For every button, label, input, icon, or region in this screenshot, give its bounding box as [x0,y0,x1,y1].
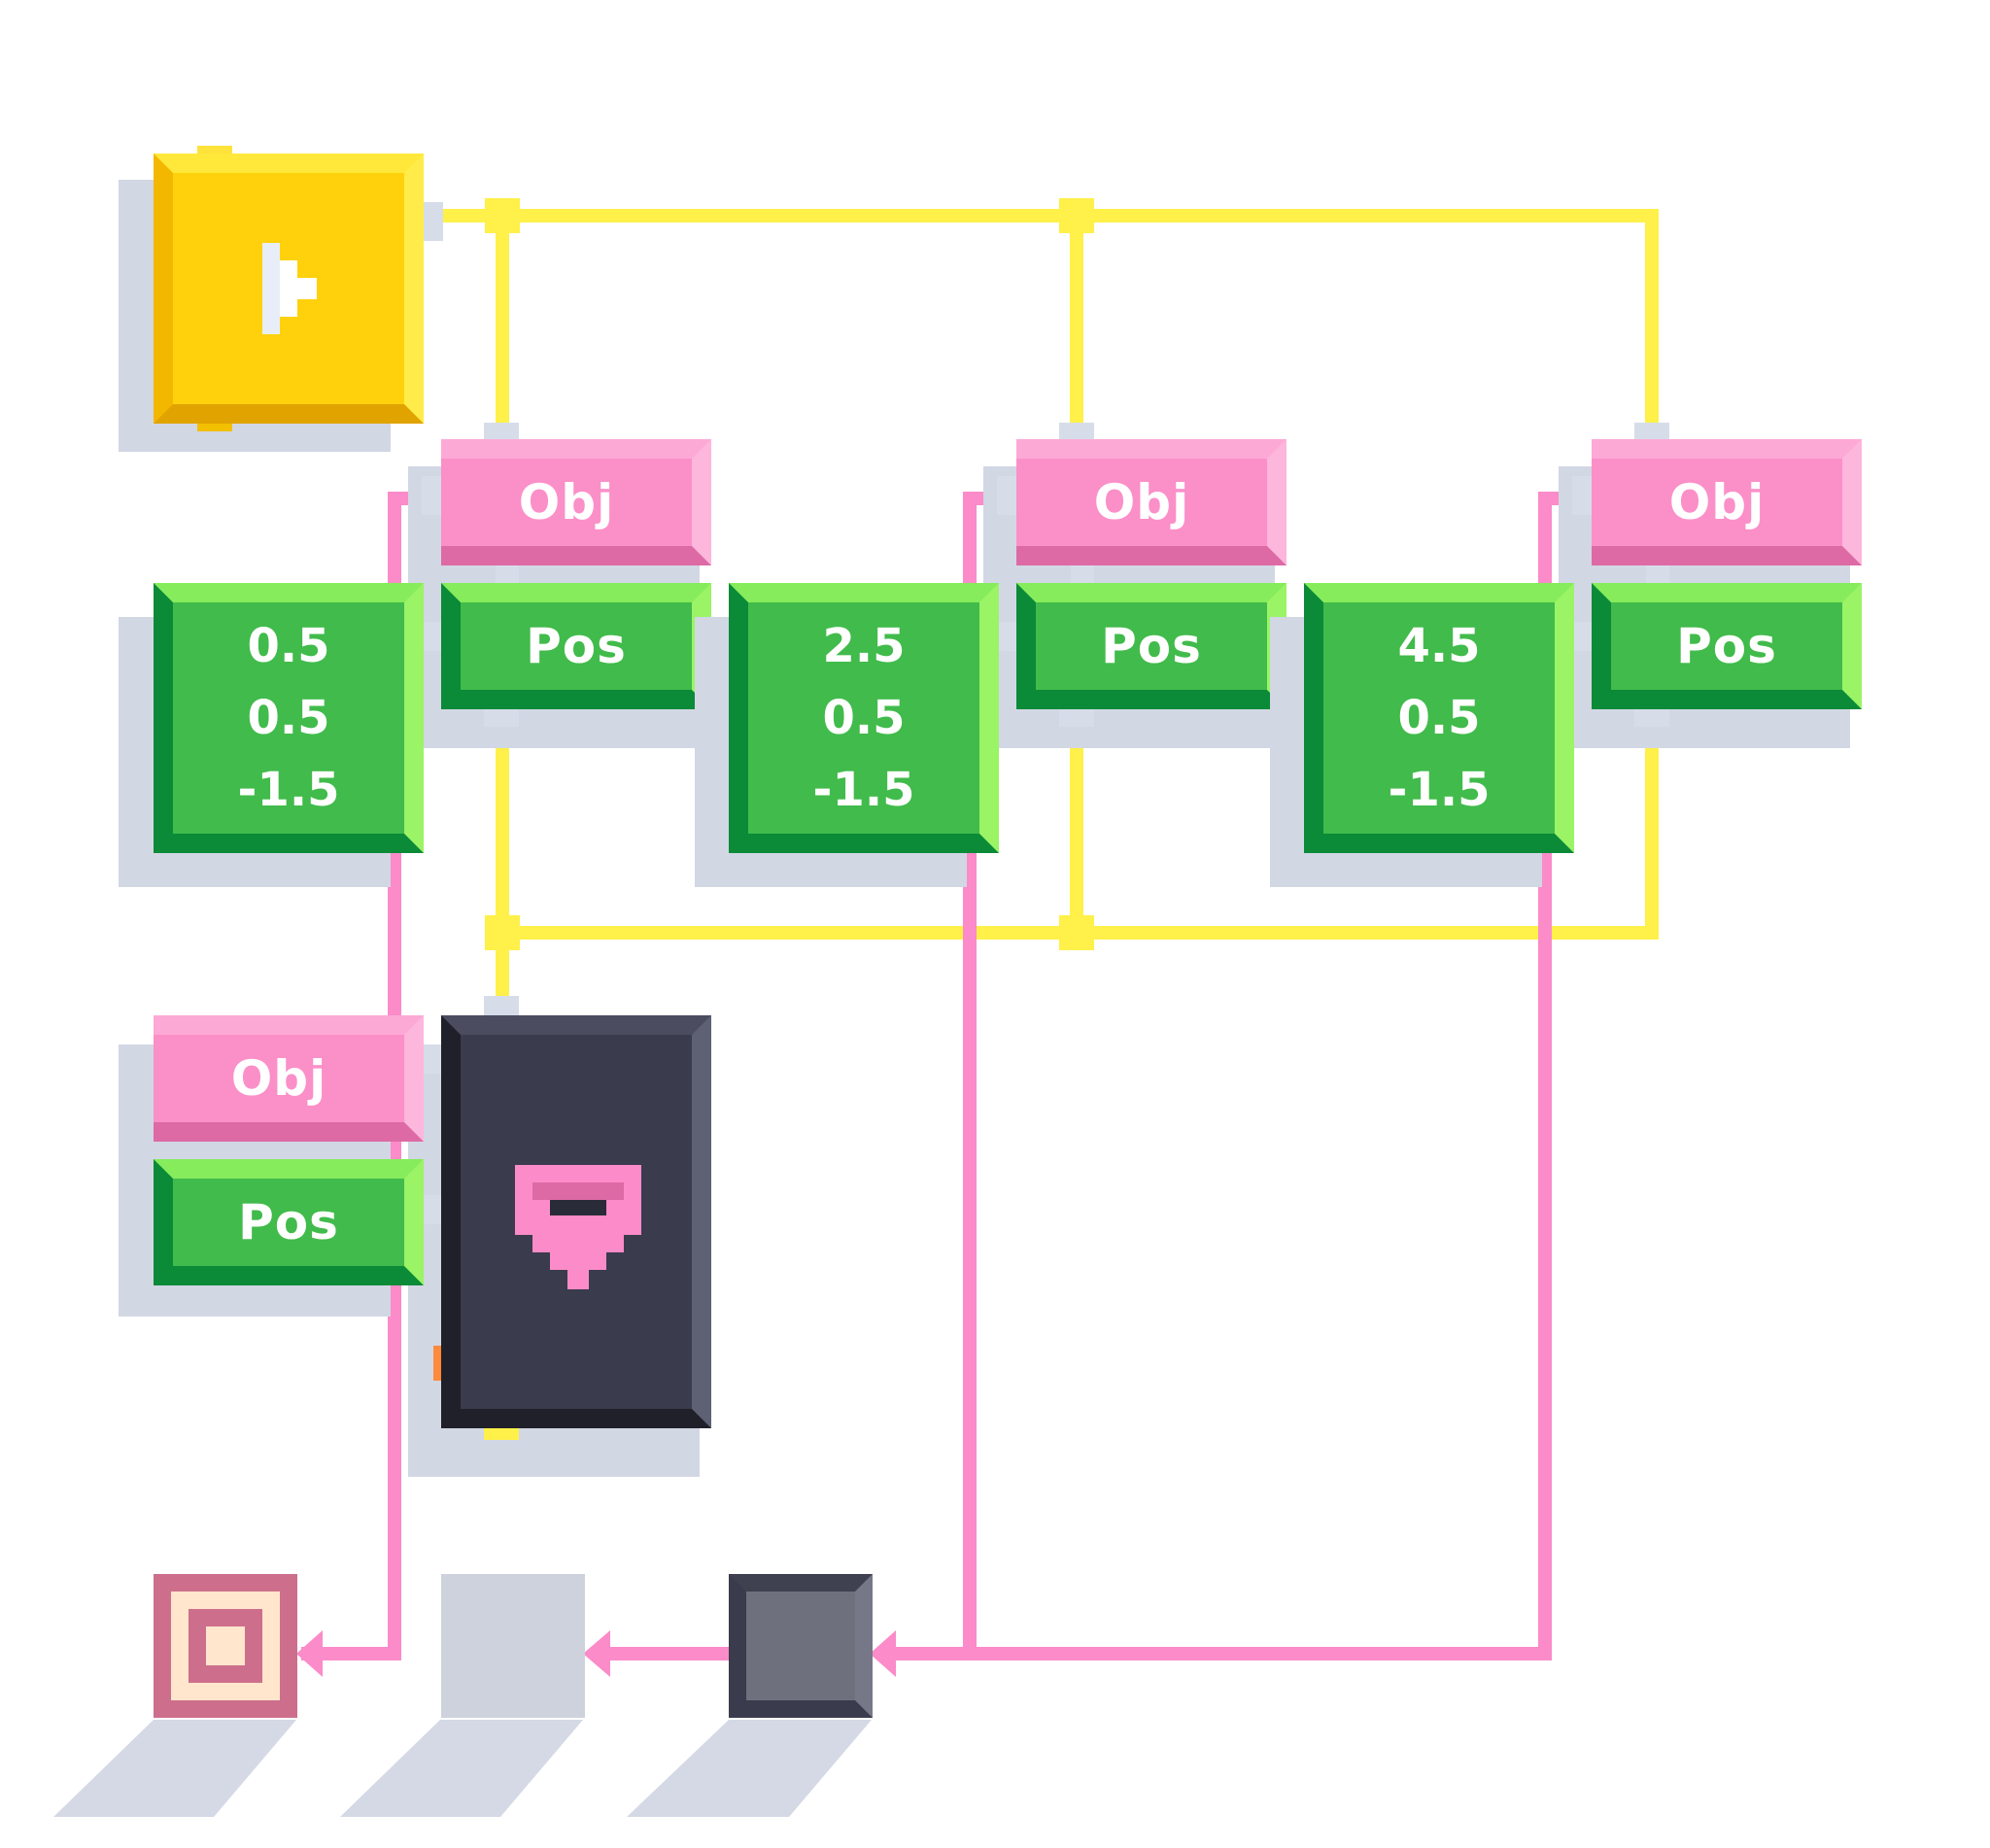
spawn-obj-label: Obj [230,1050,327,1107]
obj-2-link-port [997,476,1016,515]
obj-3-link-port [1572,476,1592,515]
start-output-port [424,202,443,241]
vector-1-values: 0.5 0.5 -1.5 [173,602,404,834]
output-target-tile[interactable] [154,1574,297,1718]
obj-block-1[interactable]: Obj [441,439,711,565]
obj-3-input-port [1634,423,1669,442]
pos-1-output-port [484,707,519,727]
obj-1-input-port [484,423,519,442]
obj-1-label: Obj [518,474,615,530]
arrow-to-empty [583,1630,610,1677]
vector-block-2[interactable]: 2.5 0.5 -1.5 [729,583,999,853]
vector-1-y: 0.5 [247,691,330,745]
vector-2-z: -1.5 [812,763,915,817]
wire-junction [1059,915,1094,950]
output-empty-tile[interactable] [441,1574,585,1718]
start-block[interactable] [154,154,424,424]
spawn-obj-port [424,1044,443,1074]
obj-2-label: Obj [1093,474,1190,530]
wire-start-to-obj-1 [420,209,1659,426]
wire-junction [485,198,520,233]
obj-2-input-port [1059,423,1094,442]
pos-2-output-port [1059,707,1094,727]
wire-junction [1059,198,1094,233]
pos-block-1[interactable]: Pos [441,583,711,709]
vector-3-y: 0.5 [1397,691,1481,745]
vector-block-1[interactable]: 0.5 0.5 -1.5 [154,583,424,853]
vector-2-values: 2.5 0.5 -1.5 [748,602,979,834]
dark-slot-icon [746,1591,855,1700]
pos-3-label: Pos [1676,618,1777,674]
vector-1-z: -1.5 [237,763,340,817]
arrow-to-target [296,1630,323,1677]
spawn-pos-port [424,1195,443,1224]
vector-2-y: 0.5 [822,691,906,745]
obj-3-label: Obj [1668,474,1766,530]
wire-junction [485,915,520,950]
output-dark-tile[interactable] [729,1574,873,1718]
pos-1-input-port [422,622,441,651]
pos-3-input-port [1572,622,1592,651]
obj-block-3[interactable]: Obj [1592,439,1862,565]
obj-1-link-port [422,476,441,515]
empty-slot-icon [441,1574,585,1718]
obj-2-pos-link [1071,562,1094,585]
vector-3-z: -1.5 [1388,763,1491,817]
arrow-to-dark [870,1630,896,1677]
spawn-pos-block[interactable]: Pos [154,1159,424,1285]
wire-pos-3-to-bus [502,724,1659,940]
vector-block-3[interactable]: 4.5 0.5 -1.5 [1304,583,1574,853]
vector-1-x: 0.5 [247,619,330,673]
pos-2-label: Pos [1101,618,1202,674]
dark-block-output-port [484,1426,519,1440]
obj-block-2[interactable]: Obj [1016,439,1287,565]
pos-1-label: Pos [526,618,627,674]
dark-block-side-port [433,1346,443,1381]
pos-3-output-port [1634,707,1669,727]
set-position-block[interactable] [441,1015,711,1428]
spawn-obj-block[interactable]: Obj [154,1015,424,1142]
pos-block-3[interactable]: Pos [1592,583,1862,709]
obj-1-pos-link [496,562,519,585]
target-frame-icon [171,1591,280,1700]
spawn-pos-label: Pos [238,1194,339,1250]
dark-block-input-port [484,996,519,1015]
play-triangle-icon [262,243,317,334]
vector-3-values: 4.5 0.5 -1.5 [1323,602,1555,834]
pos-2-input-port [997,622,1016,651]
vector-3-x: 4.5 [1397,619,1481,673]
pin-icon [515,1165,641,1289]
obj-3-pos-link [1646,562,1669,585]
vector-2-x: 2.5 [822,619,906,673]
pos-block-2[interactable]: Pos [1016,583,1287,709]
